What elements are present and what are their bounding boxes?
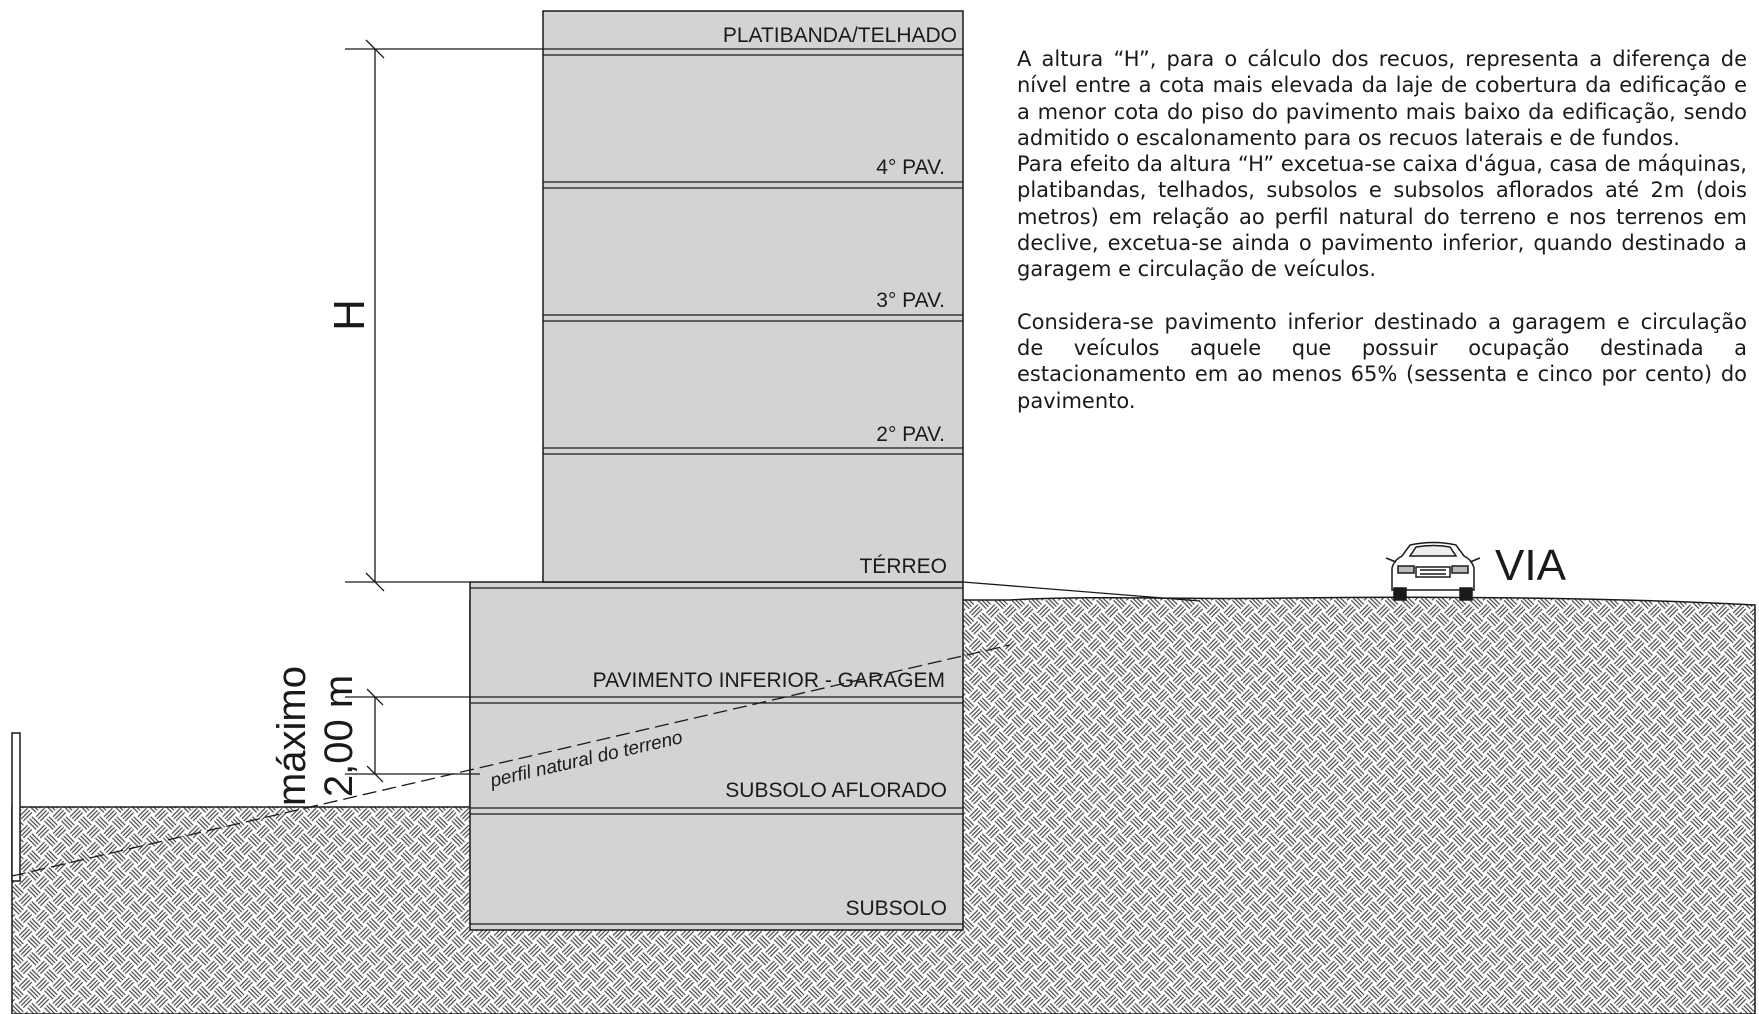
- floor-label-3pav: 3° PAV.: [876, 289, 945, 312]
- floor-label-subsolo-aflorado: SUBSOLO AFLORADO: [725, 779, 947, 802]
- note-paragraph-1: A altura “H”, para o cálculo dos recuos,…: [1017, 47, 1747, 150]
- slab-lines: [470, 48, 963, 925]
- terrain-profile-line: [11, 644, 1011, 877]
- floor-label-subsolo: SUBSOLO: [845, 897, 947, 920]
- floor-label-terreo: TÉRREO: [859, 555, 947, 578]
- floor-label-platibanda: PLATIBANDA/TELHADO: [723, 24, 957, 47]
- h-dimension: [345, 39, 543, 592]
- max-label-line2: 2,00 m: [317, 675, 361, 797]
- note-paragraph-3: Considera-se pavimento inferior destinad…: [1017, 309, 1747, 413]
- tower: [542, 10, 964, 583]
- lower-block: [469, 581, 964, 931]
- terreo-to-road-line: [962, 581, 1201, 602]
- max-dimension: [345, 688, 480, 783]
- floor-label-2pav: 2° PAV.: [876, 423, 945, 446]
- max-label-line1: máximo: [270, 666, 314, 806]
- road-label: VIA: [1495, 541, 1567, 590]
- explanatory-note: A altura “H”, para o cálculo dos recuos,…: [1017, 46, 1747, 414]
- note-paragraph-2: Para efeito da altura “H” excetua-se cai…: [1017, 152, 1747, 282]
- left-wall: [11, 732, 21, 882]
- car-icon: [1385, 541, 1481, 601]
- h-label: H: [325, 299, 374, 331]
- floor-label-4pav: 4° PAV.: [876, 156, 945, 179]
- floor-label-garagem: PAVIMENTO INFERIOR - GARAGEM: [593, 669, 945, 692]
